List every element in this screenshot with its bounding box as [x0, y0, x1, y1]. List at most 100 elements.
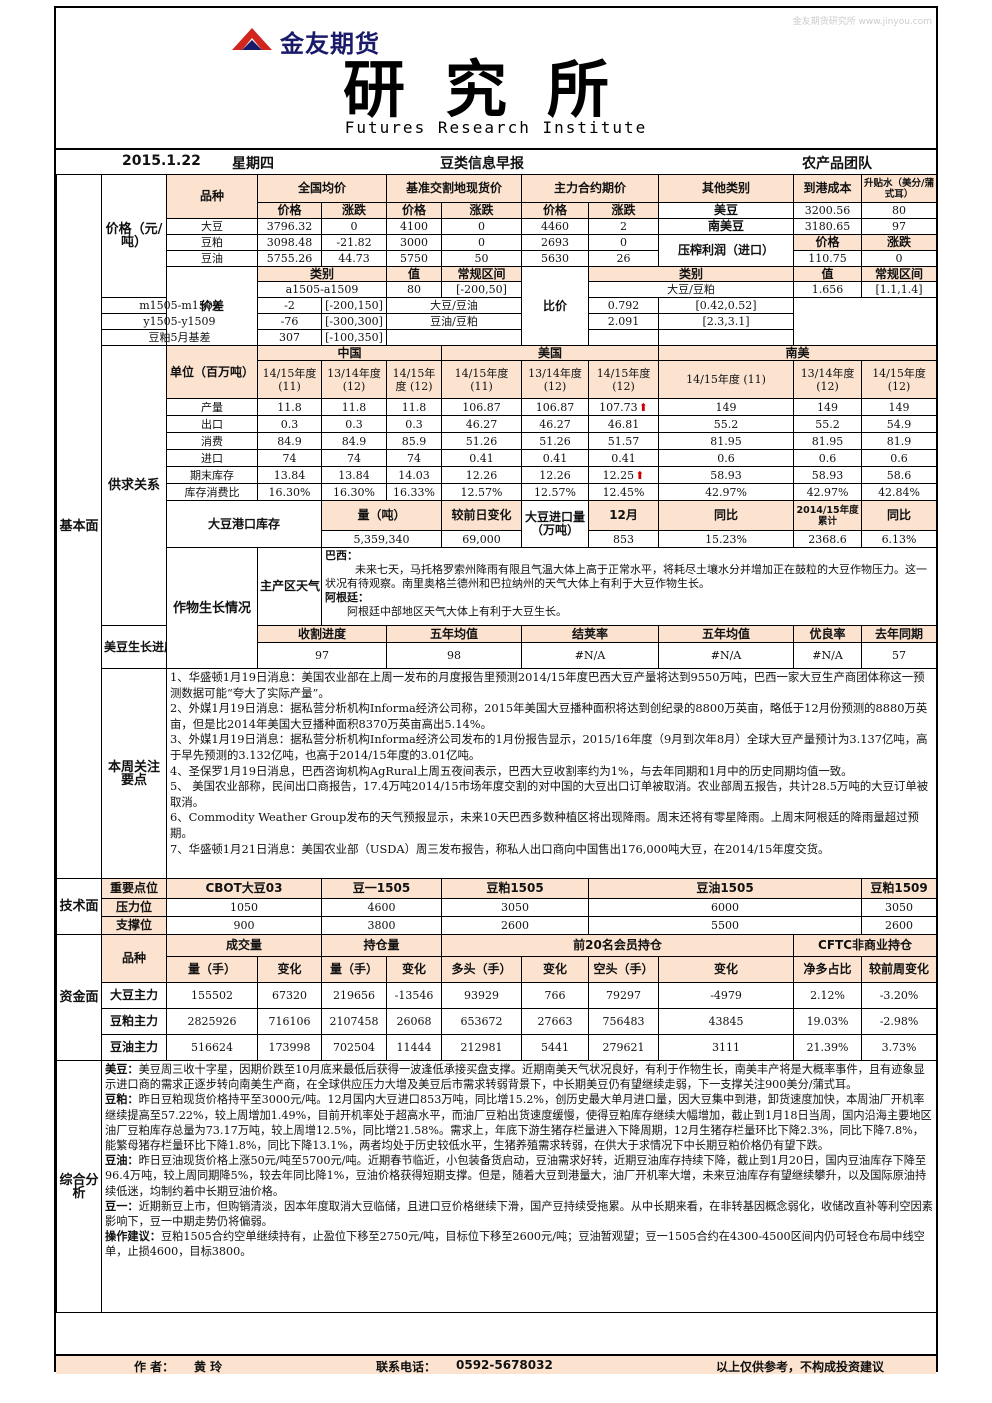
- disclaimer: 以上仅供参考，不构成投资建议: [716, 1360, 885, 1374]
- import-h3: 2014/15年度累计: [793, 500, 863, 531]
- resistance-value: 6000: [588, 898, 863, 917]
- focus-list: 1、华盛顿1月19日消息：美国农业部在上周一发布的月度报告里预测2014/15年…: [165, 668, 938, 879]
- cell: 13.84: [320, 466, 388, 484]
- fund-cell: 67320: [257, 982, 322, 1009]
- price-cell: 5630: [521, 250, 590, 267]
- summary-body: 美豆周三收十字星，因期价跌至10月底来最低后获得一波逢低承接买盘支撑。近期南美天…: [105, 1063, 925, 1092]
- report-page: 金友期货研究所 www.jinyou.com 金友期货 研究所 Futures …: [54, 6, 938, 1374]
- fund-cell: 279621: [588, 1034, 660, 1061]
- supply-value: 12.25: [602, 468, 635, 482]
- focus-item: 7、华盛顿1月21日消息：美国农业部（USDA）周三发布报告，称私人出口商向中国…: [170, 841, 830, 856]
- fund-cell: 21.39%: [793, 1034, 863, 1061]
- port-h2: 较前日变化: [441, 500, 523, 531]
- cell: 81.9: [861, 432, 938, 450]
- cell: 15.23%: [658, 530, 795, 548]
- summary-body: 近期新豆上市，但购销清淡，因本年度取消大豆临储，且进口豆价格继续下滑，国产豆持续…: [105, 1199, 933, 1229]
- section-focus: 本周关注要点: [101, 668, 167, 879]
- cell: 0.6: [793, 449, 863, 467]
- cell: 12.57%: [441, 483, 523, 501]
- cell: 1.656: [793, 281, 863, 298]
- ratio-h-val: 值: [793, 266, 863, 282]
- cell: 51.57: [588, 432, 660, 450]
- port-h1: 量（吨）: [320, 500, 443, 531]
- cell: 0.41: [521, 449, 590, 467]
- cell: -2: [257, 297, 322, 314]
- fund-cell: 219656: [320, 982, 388, 1009]
- fund-row-name: 大豆主力: [101, 982, 167, 1009]
- cell: 81.95: [793, 432, 863, 450]
- section-tech: 技术面: [56, 878, 102, 935]
- report-footer: 作 者： 黄 玲 联系电话： 0592-5678032 以上仅供参考，不构成投资…: [56, 1354, 936, 1374]
- price-h-benchmark: 基准交割地现货价: [386, 174, 523, 203]
- fund-cell: 79297: [588, 982, 660, 1009]
- fund-cell: 43845: [658, 1008, 795, 1035]
- cell: 12.57%: [521, 483, 590, 501]
- cell: 55.2: [793, 415, 863, 433]
- tech-header: 豆粕1509: [861, 878, 938, 899]
- watermark: 金友期货研究所 www.jinyou.com: [792, 17, 932, 27]
- cell: 85.9: [386, 432, 443, 450]
- cell: 0.3: [386, 415, 443, 433]
- brazil-text: 未来七天，马托格罗索州降雨有限且气温大体上高于正常水平，将耗尽土壤水分并增加正在…: [325, 563, 927, 590]
- fund-cell: 2825926: [166, 1008, 258, 1035]
- fund-cell: 27663: [521, 1008, 590, 1035]
- fund-cell: 173998: [257, 1034, 322, 1061]
- fund-cell: -13546: [386, 982, 443, 1009]
- cell: 豆粕5月基差: [101, 329, 258, 346]
- progress-header: 收割进度: [256, 625, 388, 643]
- crush-change: 0: [861, 250, 938, 267]
- fund-h-cftc: CFTC非商业持仓: [793, 934, 938, 957]
- cell: 853: [588, 530, 660, 548]
- fund-cell: 756483: [588, 1008, 660, 1035]
- fund-cell: -2.98%: [861, 1008, 938, 1035]
- argentina-text: 阿根廷中部地区天气大体上有利于大豆生长。: [347, 605, 567, 618]
- cell: 0.6: [658, 449, 795, 467]
- tech-header: 豆粕1505: [441, 878, 590, 899]
- focus-item: 2、外媒1月19日消息：据私营分析机构Informa经济公司称，2015年美国大…: [170, 701, 928, 731]
- crush-h-change: 涨跌: [861, 234, 938, 251]
- fund-cell: 3111: [658, 1034, 795, 1061]
- supply-sa: 南美: [658, 345, 938, 361]
- cell: 46.27: [441, 415, 523, 433]
- cell: 出口: [166, 415, 258, 433]
- support-label: 支撑位: [101, 916, 167, 935]
- price-cell: 44.73: [320, 250, 388, 267]
- supply-col-header: 14/15年度(12): [588, 360, 660, 399]
- price-cell: 0: [320, 218, 388, 235]
- cell: 307: [257, 329, 322, 346]
- empty-cell: [386, 329, 523, 346]
- spread-h-cat: 类别: [256, 266, 388, 282]
- price-row-name: 大豆: [166, 218, 258, 235]
- summary-paragraph: 豆一：近期新豆上市，但购销清淡，因本年度取消大豆临储，且进口豆价格继续下滑，国产…: [105, 1199, 933, 1229]
- supply-cell: 12.25⬆: [588, 466, 660, 484]
- cell: 0.792: [588, 297, 660, 314]
- cell: 12.26: [441, 466, 523, 484]
- section-supply: 供求关系: [101, 345, 167, 626]
- section-basic: 基本面: [56, 174, 102, 879]
- cell: [2.3,3.1]: [658, 313, 795, 330]
- tech-header: 豆油1505: [588, 878, 863, 899]
- cell: 106.87: [521, 398, 590, 416]
- price-h-landed: 到港成本: [793, 174, 863, 203]
- fund-subheader: 变化: [257, 956, 322, 983]
- cell: 期末库存: [166, 466, 258, 484]
- author-label: 作 者：: [134, 1360, 175, 1374]
- price-cell: 5750: [386, 250, 443, 267]
- price-h-other: 其他类别: [658, 174, 795, 203]
- fund-subheader: 变化: [386, 956, 443, 983]
- cell: [-200,150]: [320, 297, 388, 314]
- fund-cell: 716106: [257, 1008, 322, 1035]
- cell: 14.03: [386, 466, 443, 484]
- progress-label: 美豆生长进度: [101, 625, 167, 669]
- cell: 54.9: [861, 415, 938, 433]
- price-cell: 50: [441, 250, 523, 267]
- cell: 51.26: [441, 432, 523, 450]
- cell: 11.8: [257, 398, 322, 416]
- fund-cell: 5441: [521, 1034, 590, 1061]
- supply-col-header: 13/14年度(12): [521, 360, 590, 399]
- cell: m1505-m1509: [101, 297, 258, 314]
- supply-col-header: 13/14年度(12): [320, 360, 388, 399]
- fund-subheader: 多头（手）: [441, 956, 523, 983]
- cell: 58.93: [658, 466, 795, 484]
- cell: 5,359,340: [320, 530, 443, 548]
